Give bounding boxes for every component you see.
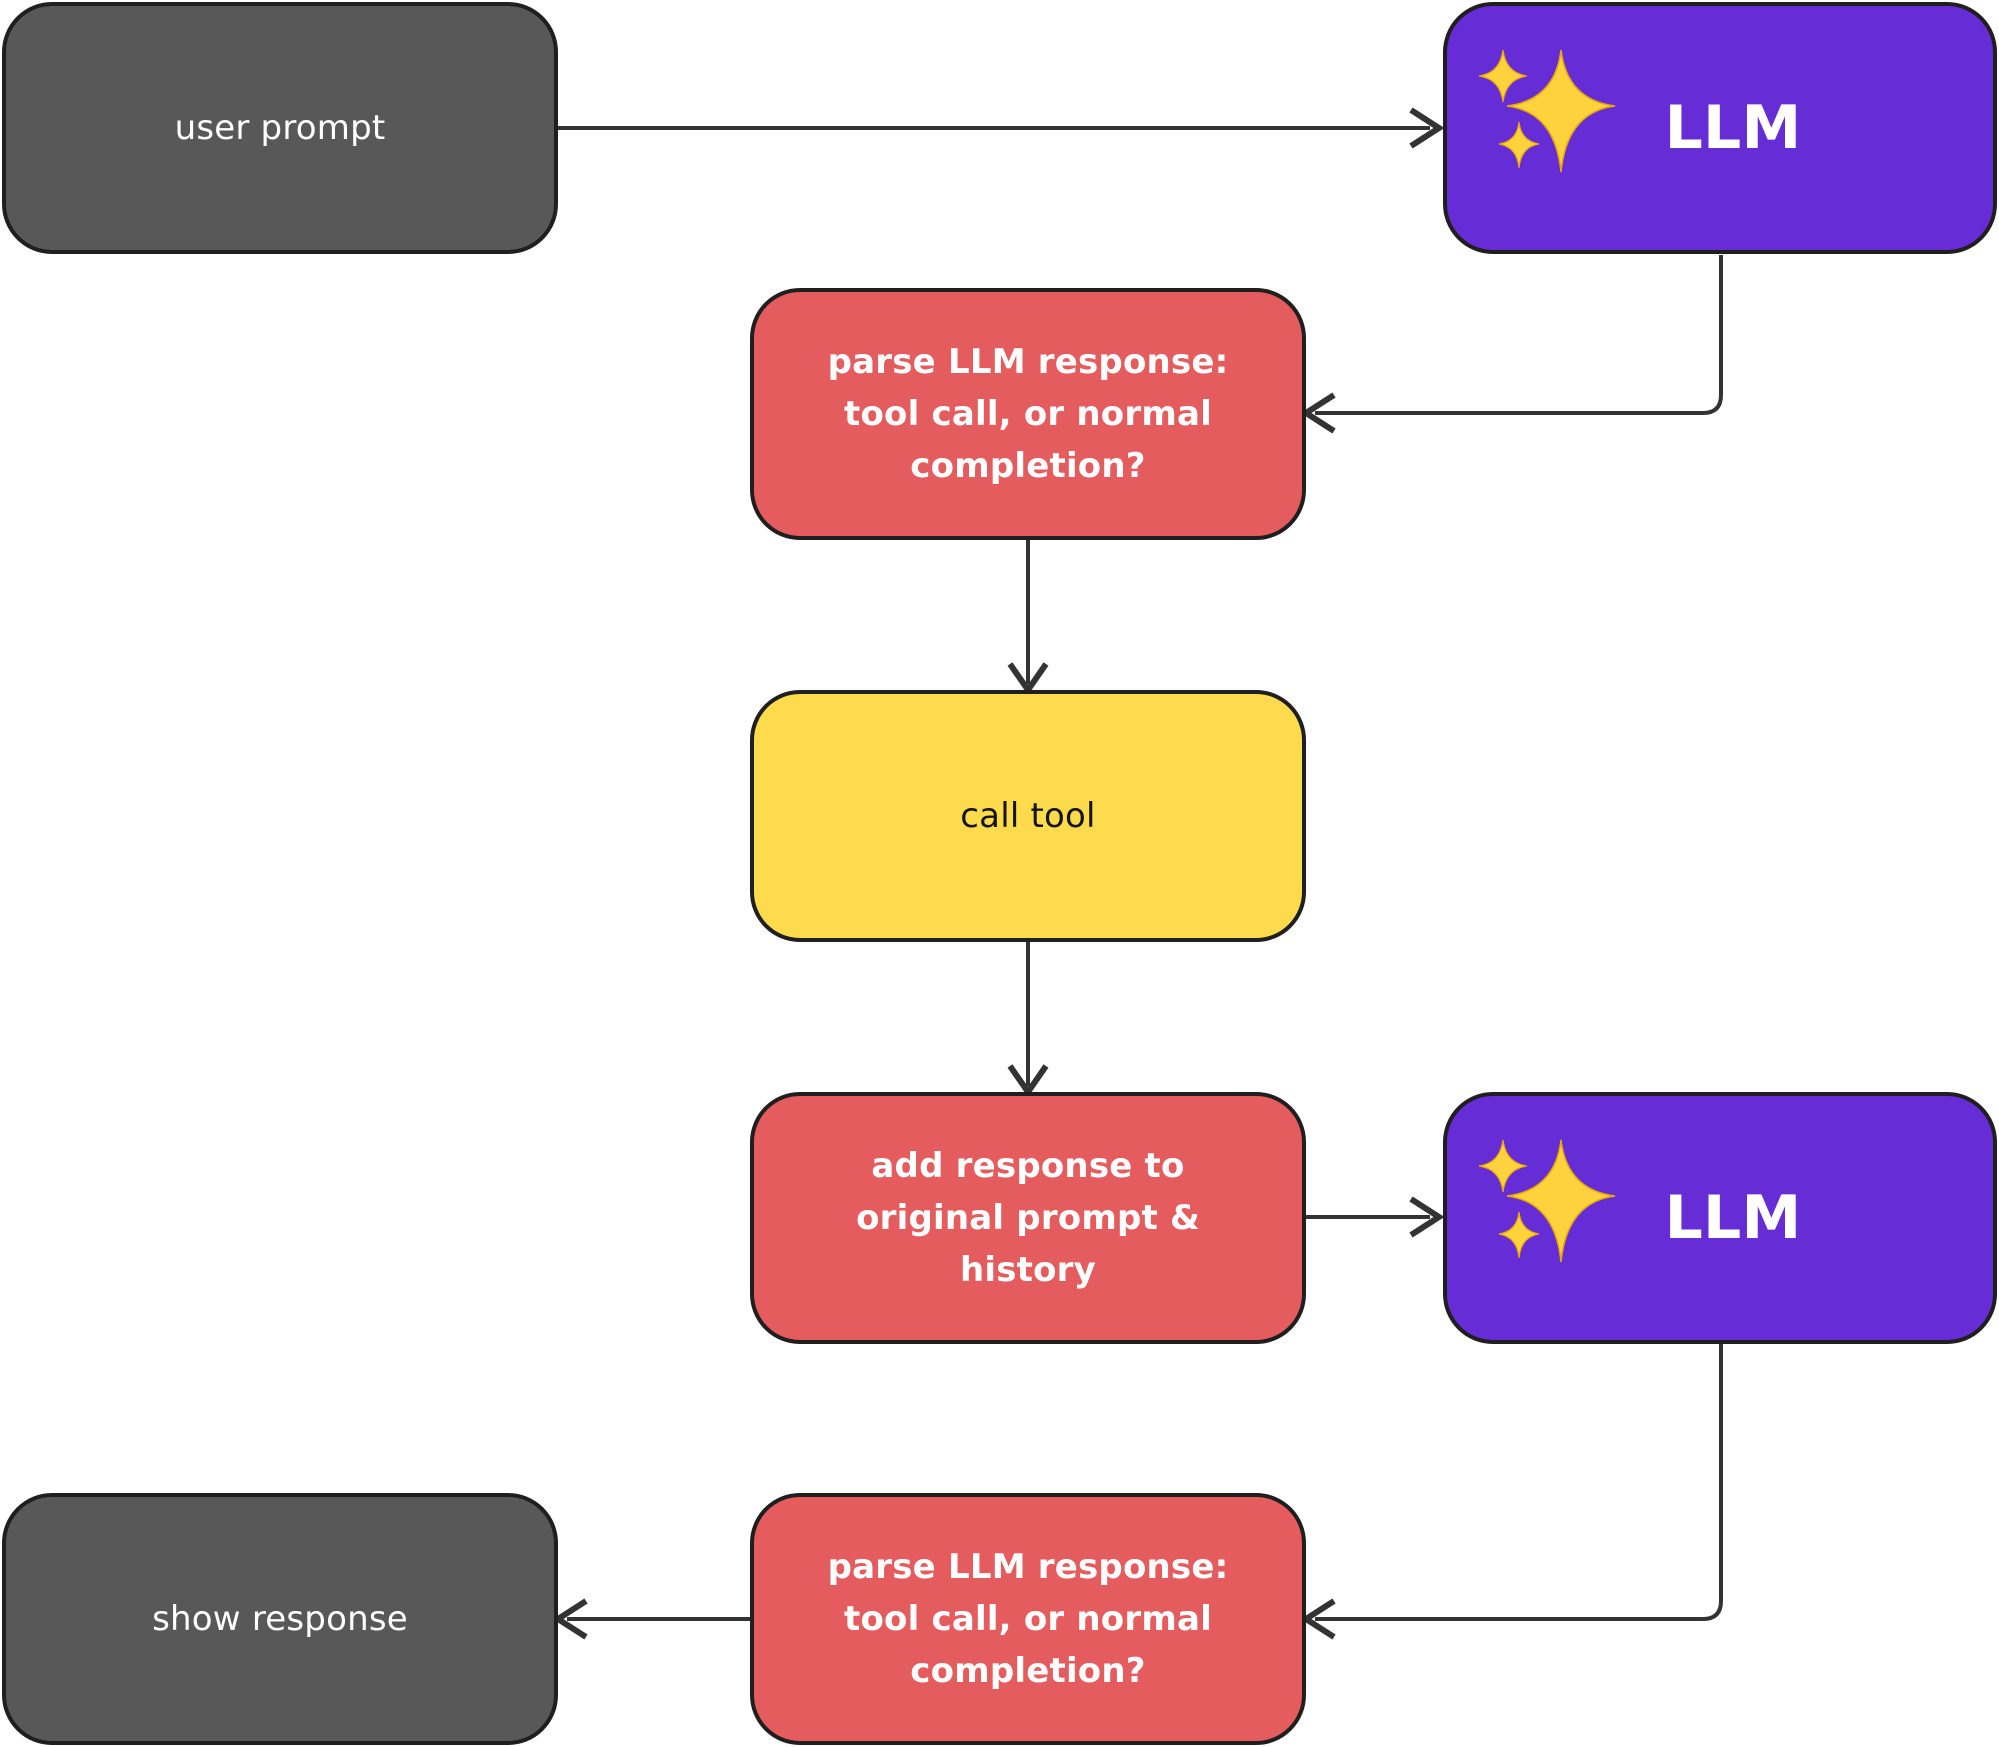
edge-llm-to-parse: [1315, 255, 1723, 415]
parse-response-label-top: parse LLM response: tool call, or normal…: [827, 342, 1229, 486]
parse-response-node-top: parse LLM response: tool call, or normal…: [750, 288, 1306, 540]
llm-label-bottom: LLM: [1664, 1183, 1802, 1253]
parse-response-node-bottom: parse LLM response: tool call, or normal…: [750, 1493, 1306, 1745]
edge-llm-to-parse-2: [1315, 1344, 1723, 1621]
user-prompt-node: user prompt: [2, 2, 558, 254]
show-response-node: show response: [2, 1493, 558, 1745]
sparkles-icon: [1478, 1139, 1616, 1263]
llm-node-bottom: LLM: [1443, 1092, 1997, 1344]
user-prompt-label: user prompt: [174, 108, 386, 148]
arrowhead-user-prompt-to-llm: [1409, 107, 1445, 149]
call-tool-node: call tool: [750, 690, 1306, 942]
add-response-node: add response to original prompt & histor…: [750, 1092, 1306, 1344]
arrowhead-add-response-to-llm: [1409, 1196, 1445, 1238]
arrowhead-llm-to-parse-2: [1300, 1598, 1336, 1640]
arrowhead-parse-to-show-response: [552, 1598, 588, 1640]
llm-label-top: LLM: [1664, 93, 1802, 163]
call-tool-label: call tool: [960, 796, 1096, 836]
show-response-label: show response: [152, 1599, 408, 1639]
add-response-label: add response to original prompt & histor…: [856, 1146, 1200, 1290]
parse-response-label-bottom: parse LLM response: tool call, or normal…: [827, 1547, 1229, 1691]
sparkles-icon: [1478, 49, 1616, 173]
llm-node-top: LLM: [1443, 2, 1997, 254]
arrowhead-llm-to-parse: [1300, 392, 1336, 434]
